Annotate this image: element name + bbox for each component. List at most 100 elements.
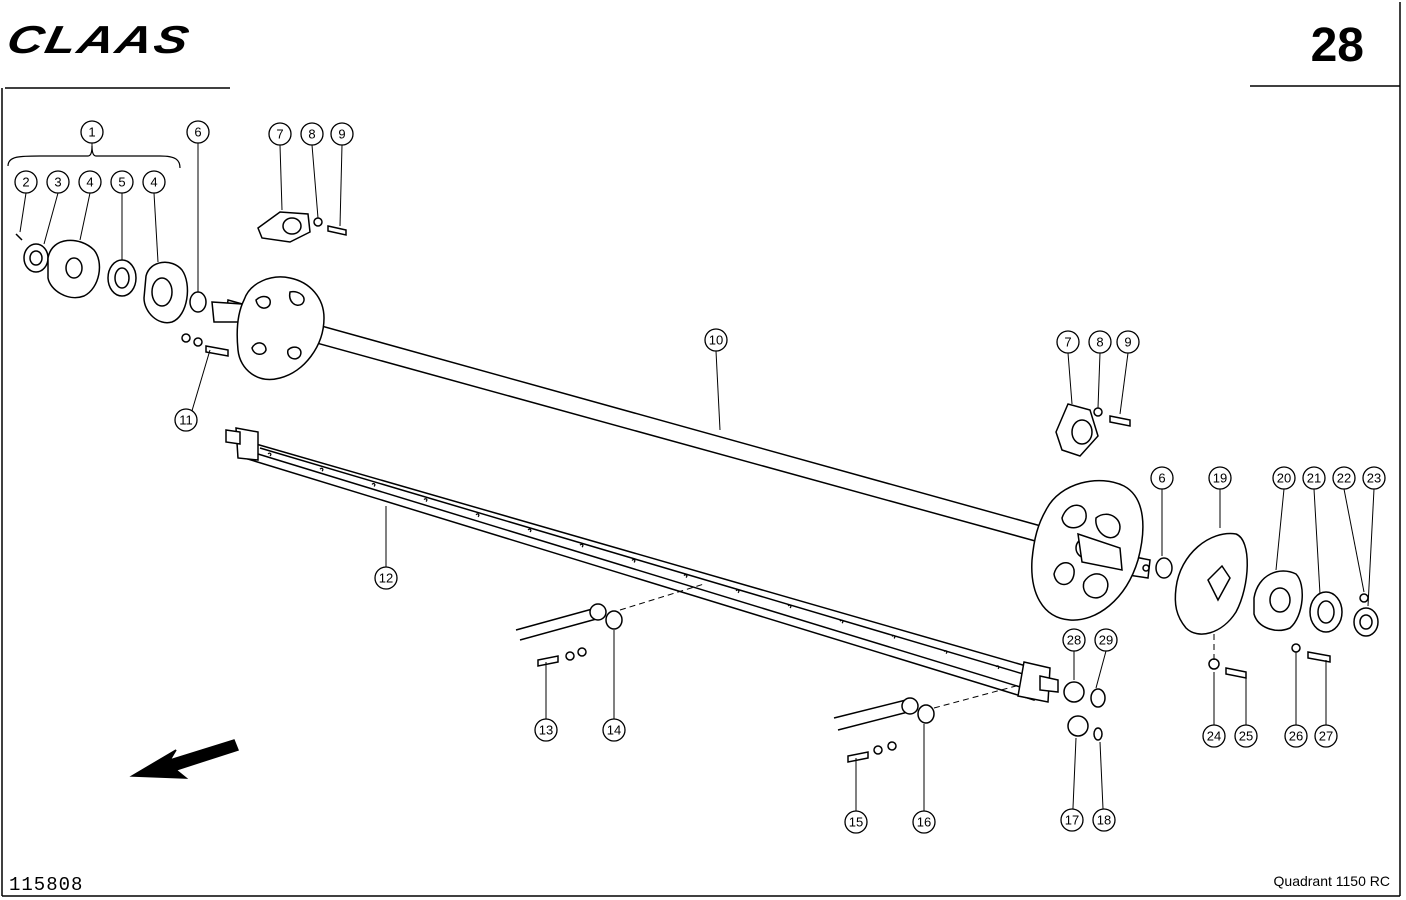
callout-20: 20 [1272, 466, 1296, 490]
callout-25: 25 [1234, 724, 1258, 748]
callout-4: 4 [78, 170, 102, 194]
bar-hole [735, 589, 740, 594]
callout-leaders [19, 143, 1375, 833]
left-bearing-stack [15, 233, 229, 357]
leader-line-8 [1097, 352, 1101, 409]
callout-label: 7 [276, 127, 283, 142]
bar-hole [267, 452, 272, 457]
callout-label: 19 [1213, 471, 1227, 486]
callout-label: 8 [308, 127, 315, 142]
main-shaft [211, 299, 1151, 579]
leader-line-23 [1367, 488, 1375, 607]
callout-26: 26 [1284, 724, 1308, 748]
callout-5: 5 [110, 170, 134, 194]
callout-27: 27 [1314, 724, 1338, 748]
callout-label: 22 [1337, 471, 1351, 486]
callout-16: 16 [912, 810, 936, 834]
leader-line-22 [1343, 488, 1365, 593]
callout-10: 10 [704, 328, 728, 352]
leader-line-9 [1119, 352, 1129, 415]
callout-label: 2 [22, 175, 29, 190]
callout-label: 3 [54, 175, 61, 190]
leader-line-9 [339, 144, 343, 227]
callout-label: 24 [1207, 729, 1221, 744]
callout-8: 8 [300, 122, 324, 146]
bar-hole [631, 558, 636, 563]
callout-label: 21 [1307, 471, 1321, 486]
leader-line-2 [19, 192, 27, 233]
callout-label: 6 [1158, 471, 1165, 486]
tine-holders [515, 603, 1106, 763]
callout-19: 19 [1208, 466, 1232, 490]
callout-18: 18 [1092, 808, 1116, 832]
callout-label: 23 [1367, 471, 1381, 486]
callout-label: 8 [1096, 335, 1103, 350]
callout-8: 8 [1088, 330, 1112, 354]
right-spider-flange [1031, 479, 1144, 621]
callout-label: 13 [539, 723, 553, 738]
leader-line-4 [153, 192, 159, 263]
callout-24: 24 [1202, 724, 1226, 748]
callout-12: 12 [374, 566, 398, 590]
bar-hole [423, 498, 428, 503]
callout-label: 7 [1064, 335, 1071, 350]
bar-hole [943, 650, 948, 655]
leader-line-20 [1275, 488, 1285, 571]
callout-label: 5 [118, 175, 125, 190]
right-bearing-stack [1155, 532, 1379, 679]
page-number: 28 [1310, 19, 1364, 72]
callout-22: 22 [1332, 466, 1356, 490]
leader-line-10 [715, 350, 721, 431]
callout-1: 1 [80, 120, 104, 144]
callout-7: 7 [268, 122, 292, 146]
group-bracket [7, 145, 181, 169]
bar-hole [319, 467, 324, 472]
callout-label: 9 [1124, 335, 1131, 350]
leader-line-21 [1313, 488, 1321, 595]
callout-label: 18 [1097, 813, 1111, 828]
bar-hole [579, 543, 584, 548]
direction-arrow [129, 739, 239, 779]
bar-hole [839, 619, 844, 624]
model-label: Quadrant 1150 RC [1273, 873, 1390, 889]
left-spider-flange [236, 276, 325, 381]
callout-label: 17 [1065, 813, 1079, 828]
callout-label: 15 [849, 815, 863, 830]
assembly-lines [619, 583, 1215, 709]
callout-9: 9 [330, 122, 354, 146]
bar-hole [371, 482, 376, 487]
callout-14: 14 [602, 718, 626, 742]
callout-label: 11 [179, 413, 193, 428]
callout-11: 11 [174, 408, 198, 432]
callout-label: 27 [1319, 729, 1333, 744]
leader-line-3 [43, 192, 59, 245]
callout-label: 12 [379, 571, 393, 586]
callout-15: 15 [844, 810, 868, 834]
callout-label: 28 [1067, 633, 1081, 648]
leader-line-4 [79, 192, 91, 241]
bar-hole [527, 528, 532, 533]
bar-hole [891, 634, 896, 639]
callout-3: 3 [46, 170, 70, 194]
leader-line-8 [311, 144, 319, 219]
callout-23: 23 [1362, 466, 1386, 490]
callout-7: 7 [1056, 330, 1080, 354]
callout-label: 9 [338, 127, 345, 142]
bar-hole [995, 665, 1000, 670]
callout-6: 6 [186, 120, 210, 144]
callout-label: 10 [709, 333, 723, 348]
leader-line-7 [279, 144, 283, 211]
callout-2: 2 [14, 170, 38, 194]
callout-29: 29 [1094, 628, 1118, 652]
callout-label: 25 [1239, 729, 1253, 744]
callout-label: 4 [86, 175, 93, 190]
leader-line-7 [1067, 352, 1073, 405]
callout-4: 4 [142, 170, 166, 194]
bar-hole [787, 604, 792, 609]
callout-label: 20 [1277, 471, 1291, 486]
bar-hole [683, 574, 688, 579]
